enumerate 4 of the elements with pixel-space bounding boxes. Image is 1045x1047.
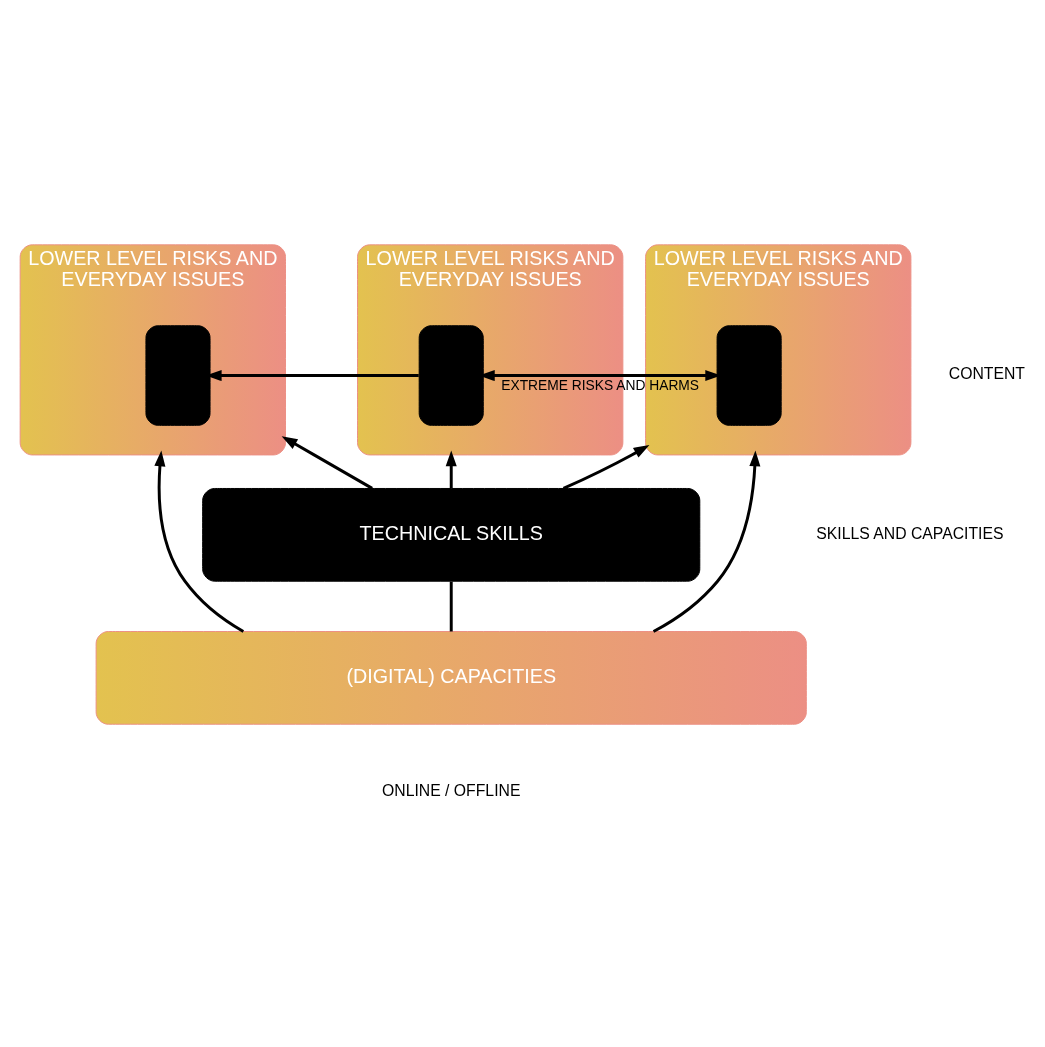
label: SKILLS AND CAPACITIES bbox=[816, 524, 1004, 542]
label: ONLINE / OFFLINE bbox=[382, 782, 521, 800]
edge-label: EXTREME RISKS AND HARMS bbox=[501, 377, 700, 393]
label: CONTENT bbox=[948, 365, 1025, 383]
